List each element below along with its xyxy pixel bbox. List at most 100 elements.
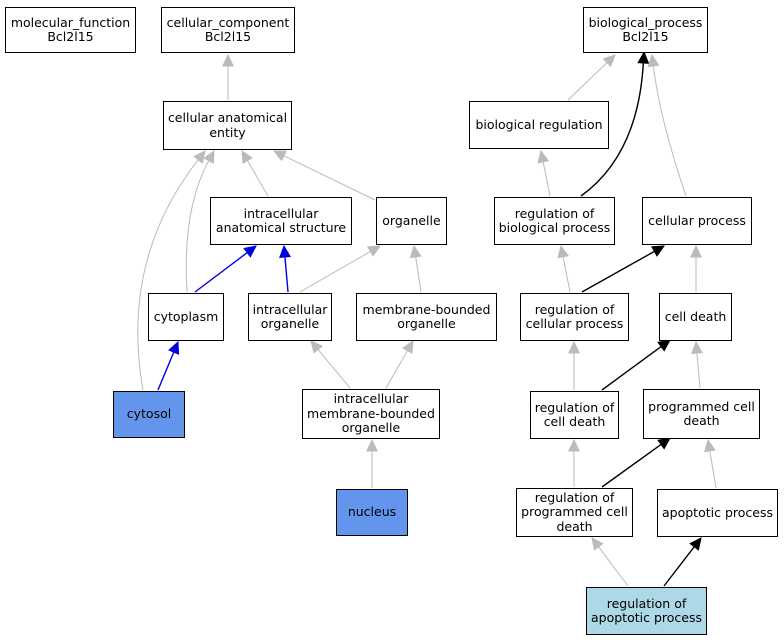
edge-arrowhead [647,53,660,68]
edge-is-a-breg-to-bp [567,54,616,101]
edge-arrowhead [279,244,291,258]
edge-is-a-rbp-to-breg [537,149,551,197]
edge-line [247,160,269,197]
go-node-breg[interactable]: biological regulation [469,101,609,149]
edge-arrowhead [637,50,650,64]
go-node-label: cytoplasm [153,308,219,324]
edge-line [542,161,551,197]
go-node-org[interactable]: organelle [376,197,447,245]
go-node-rbp[interactable]: regulation of biological process [494,197,615,245]
edge-arrowhead [241,149,253,164]
edge-is-a-nucleus-to-imbo [366,438,378,488]
edge-regulates-rcp-to-cp [581,245,666,293]
go-node-label: apoptotic process [662,504,773,520]
edge-is-a-cae-to-cc [222,53,234,100]
edge-arrowhead [568,438,580,452]
go-node-label: cellular_component Bcl2l15 [166,14,290,44]
edge-is-a-rcp-to-rbp [557,244,571,293]
go-node-cae[interactable]: cellular anatomical entity [163,101,292,150]
edge-line [580,62,645,197]
go-node-rap[interactable]: regulation of apoptotic process [586,587,707,635]
edge-arrowhead [703,438,716,453]
go-node-cytosol[interactable]: cytosol [113,391,185,438]
go-node-label: regulation of cell death [534,399,615,429]
go-node-label: intracellular membrane-bounded organelle [307,391,435,436]
edge-arrowhead [222,53,234,67]
go-node-rpcd[interactable]: regulation of programmed cell death [516,488,633,537]
edge-arrowhead [657,437,671,450]
go-node-rcp[interactable]: regulation of cellular process [520,293,629,341]
go-node-label: cellular anatomical entity [167,110,288,140]
edge-is-a-org-to-cae [272,150,376,201]
edge-regulates-rpcd-to-pcd [601,437,671,488]
go-node-ias[interactable]: intracellular anatomical structure [210,197,352,245]
go-node-label: biological_process Bcl2l15 [588,14,703,44]
edge-line [601,443,662,488]
edge-arrowhead [602,54,616,68]
go-node-label: organelle [382,212,441,228]
edge-line [567,62,608,101]
go-node-label: regulation of biological process [498,205,611,235]
go-node-label: membrane-bounded organelle [362,301,491,331]
edge-part-of-io-to-ias [279,244,291,293]
edge-line [652,65,687,197]
edge-line [385,350,408,389]
go-node-imbo[interactable]: intracellular membrane-bounded organelle [302,389,440,439]
go-node-ap[interactable]: apoptotic process [657,489,778,537]
edge-line [562,256,571,293]
edge-arrowhead [402,339,414,354]
go-node-label: cell death [664,308,727,324]
edge-line [185,160,210,293]
go-node-mf[interactable]: molecular_function Bcl2l15 [5,7,136,53]
go-node-bp[interactable]: biological_process Bcl2l15 [583,7,708,53]
go-node-cc[interactable]: cellular_component Bcl2l15 [161,7,295,53]
edge-is-a-mbo-to-org [409,244,422,293]
edge-is-a-cyto-to-cae [185,149,215,293]
edge-line [299,251,371,293]
go-node-mbo[interactable]: membrane-bounded organelle [356,293,497,341]
edge-line [601,345,662,391]
go-node-pcd[interactable]: programmed cell death [643,389,760,439]
edge-line [696,352,701,389]
go-node-label: regulation of programmed cell death [521,489,628,534]
go-node-cyto[interactable]: cytoplasm [148,293,224,341]
go-node-cp[interactable]: cellular process [642,197,752,245]
go-node-io[interactable]: intracellular organelle [248,293,332,341]
edge-arrowhead [243,245,257,258]
edge-is-a-pcd-to-cd [691,340,703,389]
go-node-rcd[interactable]: regulation of cell death [530,391,619,439]
edge-arrowhead [651,245,666,257]
go-node-label: cytosol [126,406,172,422]
edge-arrowhead [657,339,671,352]
go-node-nucleus[interactable]: nucleus [336,489,408,536]
go-node-label: biological regulation [475,116,603,132]
edge-arrowhead [591,537,604,551]
edge-is-a-ias-to-cae [241,149,269,197]
edge-arrowhead [689,537,702,551]
go-node-label: cellular process [648,212,746,228]
edge-line [137,159,199,391]
edge-is-a-rap-to-rpcd [591,537,629,587]
edge-arrowhead [272,150,287,162]
edge-line [194,252,248,293]
edge-part-of-cytosol-to-cyto [157,340,180,391]
go-node-cd[interactable]: cell death [659,293,732,341]
edge-line [283,155,376,201]
edge-arrowhead [568,340,580,354]
edge-arrowhead [690,244,702,258]
edge-line [317,349,351,389]
edge-is-a-io-to-org [299,245,382,293]
edge-part-of-cyto-to-ias [194,245,257,293]
edge-is-a-imbo-to-io [310,340,351,389]
edge-is-a-imbo-to-mbo [385,339,414,389]
edge-line [157,351,175,391]
edge-line [415,256,422,293]
go-node-label: regulation of apoptotic process [591,595,702,625]
edge-line [581,250,655,293]
edge-arrowhead [366,438,378,452]
edge-arrowhead [168,340,180,355]
edge-is-a-rcd-to-rcp [568,340,580,390]
edge-line [663,546,695,587]
